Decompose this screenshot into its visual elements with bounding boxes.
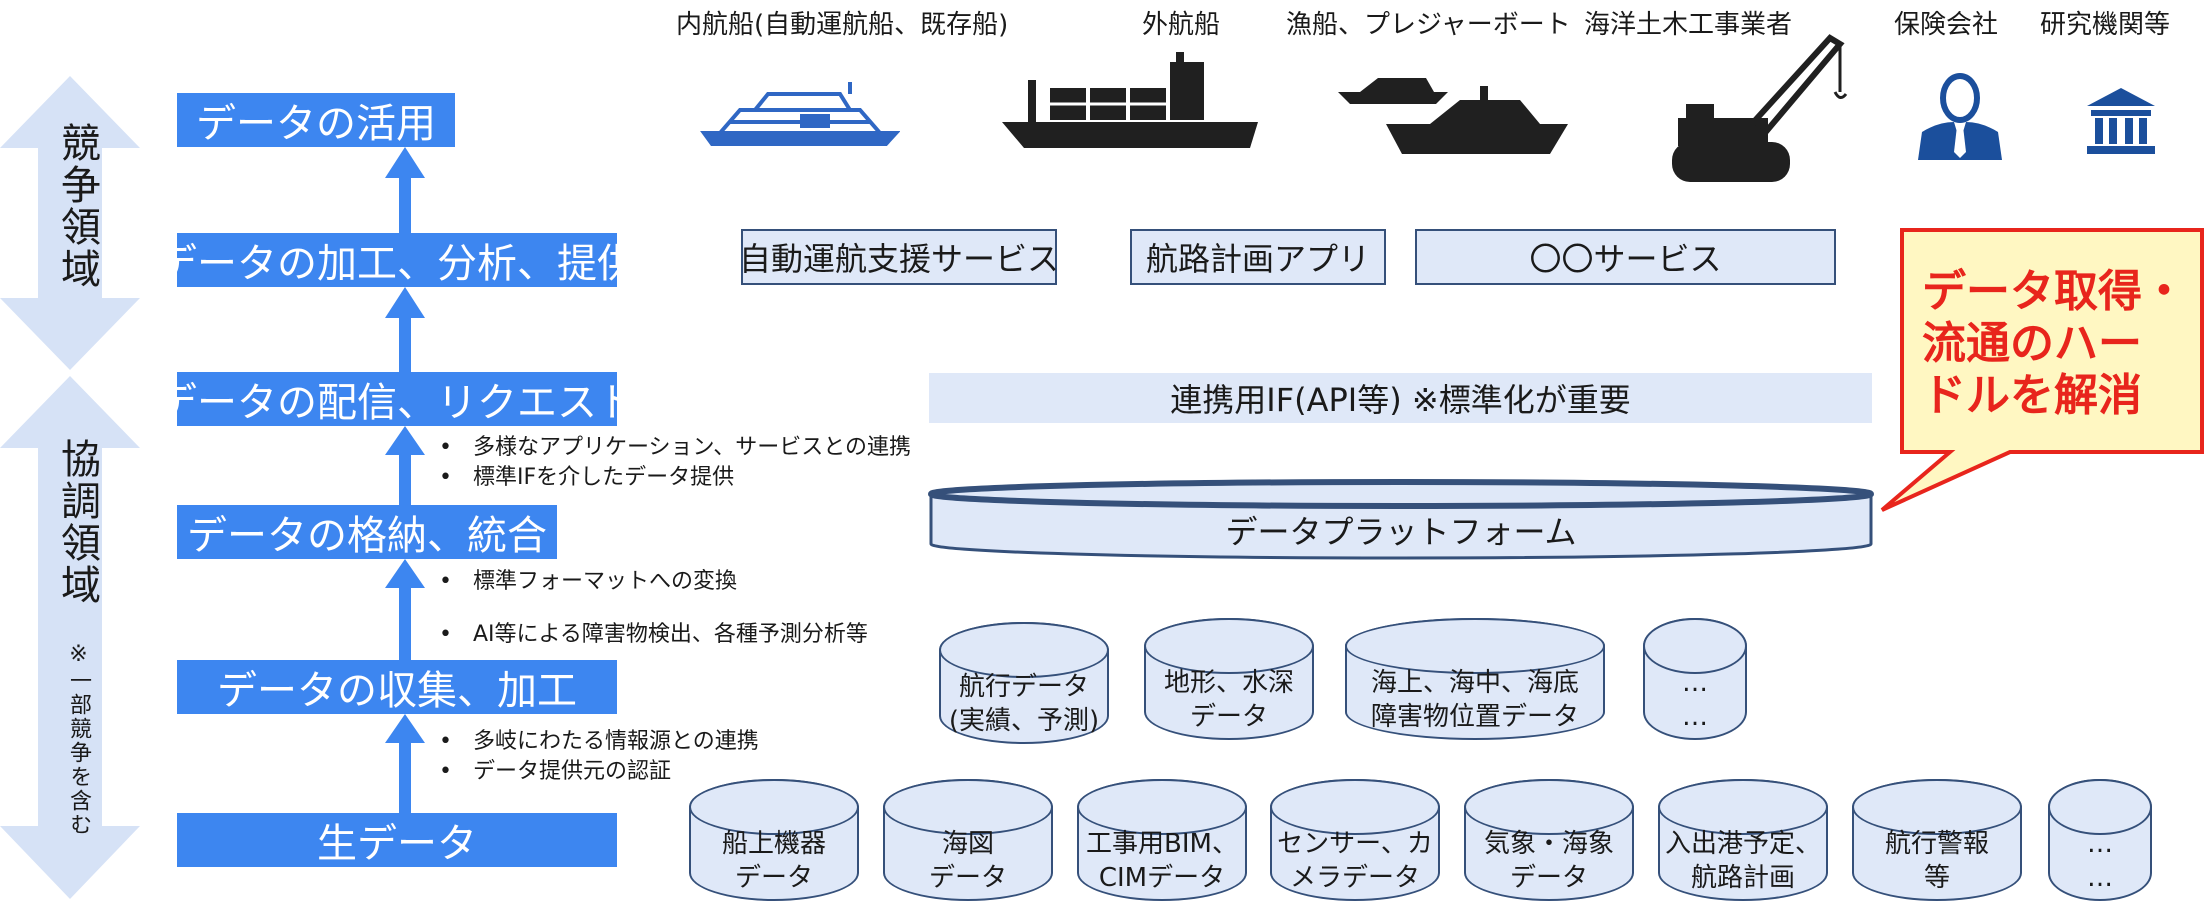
stage-processing: データの加工、分析、提供: [157, 233, 637, 287]
stakeholder-ocean-ship: 外航船: [1142, 10, 1221, 40]
person-icon: [1918, 73, 2002, 160]
raw-data-label: 気象・海象 データ: [1483, 829, 1614, 893]
cooperative-arrow: [0, 376, 140, 899]
service-box: 自動運航支援サービス: [739, 229, 1059, 285]
data-cylinder-label: 航行データ (実績、予測): [948, 672, 1100, 736]
cruise-ship-icon: [700, 82, 900, 146]
stakeholder-research: 研究機関等: [2040, 10, 2171, 40]
data-cylinder: 海上、海中、海底 障害物位置データ: [1345, 618, 1605, 740]
raw-data-cylinder: … …: [2048, 779, 2152, 901]
stage-collection: データの収集、加工: [177, 660, 617, 714]
callout-text: データ取得・ 流通のハー ドルを解消: [1922, 266, 2186, 421]
raw-data-cylinder: 入出港予定、 航路計画: [1658, 779, 1828, 901]
data-platform-label: データプラットフォーム: [1225, 513, 1577, 551]
raw-data-cylinder: 航行警報 等: [1852, 779, 2022, 901]
stage-distribution: データの配信、リクエスト: [157, 372, 637, 426]
competitive-arrow: [0, 76, 140, 370]
notes-collection: 多岐にわたる情報源との連携 データ提供元の認証: [439, 727, 759, 787]
arrow-up: [385, 714, 425, 813]
stakeholder-fishing-boat: 漁船、プレジャーボート: [1286, 10, 1571, 40]
container-ship-icon: [1002, 52, 1258, 148]
note-item: データ提供元の認証: [439, 757, 759, 787]
data-cylinder-label: 地形、水深 データ: [1163, 668, 1294, 732]
institution-icon: [2087, 88, 2155, 154]
raw-data-label: … …: [2087, 829, 2113, 893]
cooperative-label: 協調領域: [54, 438, 100, 606]
data-cylinder: … …: [1643, 618, 1747, 740]
stage-raw-data: 生データ: [177, 813, 617, 867]
raw-data-label: 海図 データ: [928, 829, 1007, 893]
service-box: 航路計画アプリ: [1130, 229, 1386, 285]
flow-arrows: [385, 147, 425, 813]
arrow-up: [385, 426, 425, 505]
note-item: 標準フォーマットへの変換: [439, 567, 737, 597]
notes-distribution: 多様なアプリケーション、サービスとの連携 標準IFを介したデータ提供: [439, 433, 911, 493]
raw-data-cylinder: 海図 データ: [883, 779, 1053, 901]
note-item: AI等による障害物検出、各種予測分析等: [439, 620, 868, 650]
note-item: 多岐にわたる情報源との連携: [439, 727, 759, 757]
raw-data-label: センサー、カ メラデータ: [1277, 829, 1433, 893]
notes-storage-b: AI等による障害物検出、各種予測分析等: [439, 620, 868, 650]
stakeholder-domestic-ship: 内航船(自動運航船、既存船): [676, 10, 1009, 40]
side-arrows: [0, 76, 140, 899]
raw-data-label: 入出港予定、 航路計画: [1664, 829, 1821, 893]
stage-storage: データの格納、統合: [177, 505, 557, 559]
data-platform-shape: [928, 479, 1874, 560]
data-cylinder: 航行データ (実績、予測): [939, 622, 1109, 744]
raw-data-cylinder: 船上機器 データ: [689, 779, 859, 901]
data-cylinder: 地形、水深 データ: [1144, 618, 1314, 740]
api-bar: 連携用IF(API等) ※標準化が重要: [929, 373, 1872, 423]
competitive-label: 競争領域: [54, 122, 100, 290]
arrow-up: [385, 147, 425, 233]
raw-data-label: 工事用BIM、 CIMデータ: [1086, 829, 1238, 893]
crane-icon: [1672, 34, 1848, 182]
raw-data-cylinder: センサー、カ メラデータ: [1270, 779, 1440, 901]
note-item: 標準IFを介したデータ提供: [439, 463, 911, 493]
stakeholder-marine-construction: 海洋土木工事業者: [1584, 10, 1793, 40]
callout-shape: [1880, 228, 2204, 512]
cooperative-note: ※一部競争を含む: [66, 642, 91, 837]
arrow-up: [385, 559, 425, 660]
raw-data-label: 船上機器 データ: [721, 829, 826, 893]
boat-icon: [1338, 78, 1568, 154]
data-cylinder-label: 海上、海中、海底 障害物位置データ: [1370, 668, 1579, 732]
arrow-up: [385, 287, 425, 372]
raw-data-label: 航行警報 等: [1884, 829, 1989, 893]
notes-storage-a: 標準フォーマットへの変換: [439, 567, 737, 597]
stage-utilization: データの活用: [177, 93, 455, 147]
raw-data-cylinder: 気象・海象 データ: [1464, 779, 1634, 901]
data-cylinder-label: … …: [1682, 668, 1708, 732]
stakeholder-insurance: 保険会社: [1894, 10, 1999, 40]
service-box: 〇〇サービス: [1415, 229, 1836, 285]
note-item: 多様なアプリケーション、サービスとの連携: [439, 433, 911, 463]
raw-data-cylinder: 工事用BIM、 CIMデータ: [1077, 779, 1247, 901]
